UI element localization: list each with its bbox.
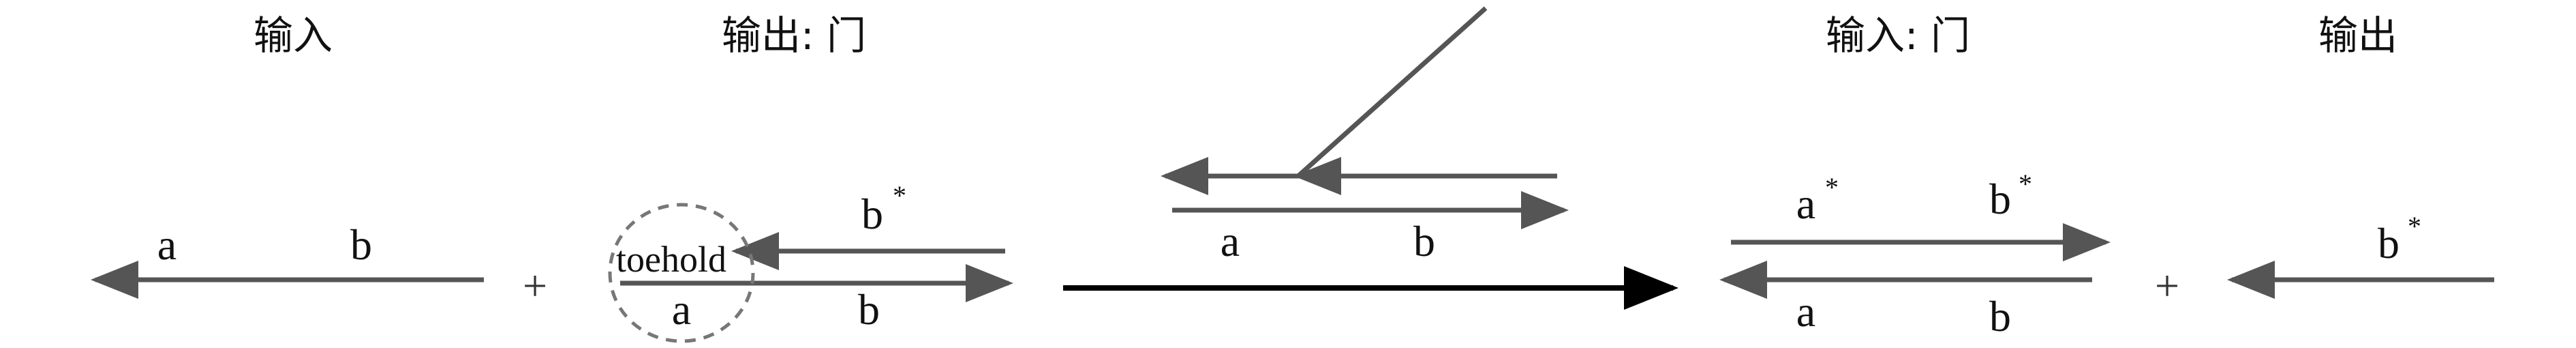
label-b: b bbox=[1989, 292, 2011, 340]
label-b: b bbox=[1989, 175, 2011, 223]
output-strand: b * bbox=[2227, 211, 2494, 299]
plus-sign: + bbox=[523, 261, 547, 310]
label-a: a bbox=[157, 220, 177, 269]
label-star: * bbox=[2019, 169, 2032, 199]
toehold-label: toehold bbox=[616, 239, 726, 280]
input-strand: a b bbox=[91, 220, 484, 299]
label-star: * bbox=[893, 180, 906, 211]
header-input-gate: 输入: 门 bbox=[1826, 12, 1970, 59]
label-star: * bbox=[2408, 211, 2421, 242]
label-b: b bbox=[858, 285, 880, 334]
label-b: b bbox=[861, 190, 883, 238]
header-output-gate: 输出: 门 bbox=[722, 12, 866, 59]
label-b: b bbox=[350, 220, 372, 269]
intermediate-complex: a b bbox=[1161, 6, 1569, 265]
gate-complex: b * a b toehold bbox=[608, 180, 1013, 343]
header-input: 输入 bbox=[254, 12, 333, 59]
product-gate-complex: a * b * a b bbox=[1719, 169, 2111, 340]
label-a: a bbox=[1796, 287, 1815, 336]
label-star: * bbox=[1825, 172, 1839, 203]
label-b: b bbox=[1413, 217, 1435, 265]
label-a: a bbox=[672, 285, 691, 334]
label-b: b bbox=[2378, 219, 2399, 267]
label-a: a bbox=[1221, 217, 1240, 265]
label-a: a bbox=[1796, 179, 1815, 228]
plus-sign: + bbox=[2155, 261, 2179, 310]
displaced-branch-strand bbox=[1296, 6, 1488, 178]
header-output: 输出 bbox=[2318, 12, 2397, 59]
toehold-circle bbox=[608, 203, 755, 343]
